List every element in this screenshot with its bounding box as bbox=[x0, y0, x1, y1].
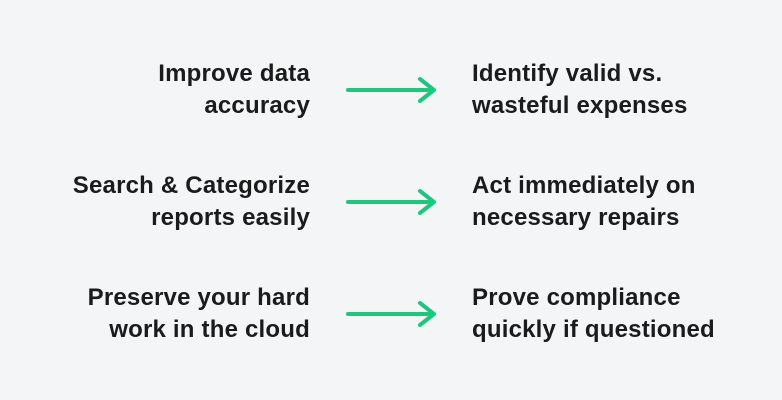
source-benefit-2-line-1: Search & Categorize bbox=[72, 172, 310, 199]
right-arrow-icon bbox=[346, 299, 440, 329]
benefit-row-2: Search & Categorize reports easily Act i… bbox=[0, 170, 782, 240]
result-benefit-3-line-1: Prove compliance bbox=[472, 284, 681, 311]
result-benefit-3: Prove compliance quickly if questioned bbox=[472, 282, 772, 346]
source-benefit-1-line-1: Improve data bbox=[158, 60, 310, 87]
source-benefit-1: Improve data accuracy bbox=[20, 58, 310, 122]
result-benefit-2-line-2: necessary repairs bbox=[472, 204, 680, 231]
source-benefit-2: Search & Categorize reports easily bbox=[20, 170, 310, 234]
source-benefit-3-line-1: Preserve your hard bbox=[87, 284, 310, 311]
source-benefit-2-line-2: reports easily bbox=[151, 204, 310, 231]
source-benefit-1-line-2: accuracy bbox=[204, 92, 310, 119]
result-benefit-1-line-2: wasteful expenses bbox=[472, 92, 688, 119]
benefit-row-1: Improve data accuracy Identify valid vs.… bbox=[0, 58, 782, 128]
result-benefit-1-line-1: Identify valid vs. bbox=[472, 60, 663, 87]
right-arrow-icon bbox=[346, 187, 440, 217]
result-benefit-2: Act immediately on necessary repairs bbox=[472, 170, 772, 234]
source-benefit-3: Preserve your hard work in the cloud bbox=[20, 282, 310, 346]
benefit-row-3: Preserve your hard work in the cloud Pro… bbox=[0, 282, 782, 352]
result-benefit-2-line-1: Act immediately on bbox=[472, 172, 696, 199]
right-arrow-icon bbox=[346, 75, 440, 105]
source-benefit-3-line-2: work in the cloud bbox=[109, 316, 310, 343]
result-benefit-1: Identify valid vs. wasteful expenses bbox=[472, 58, 772, 122]
result-benefit-3-line-2: quickly if questioned bbox=[472, 316, 715, 343]
